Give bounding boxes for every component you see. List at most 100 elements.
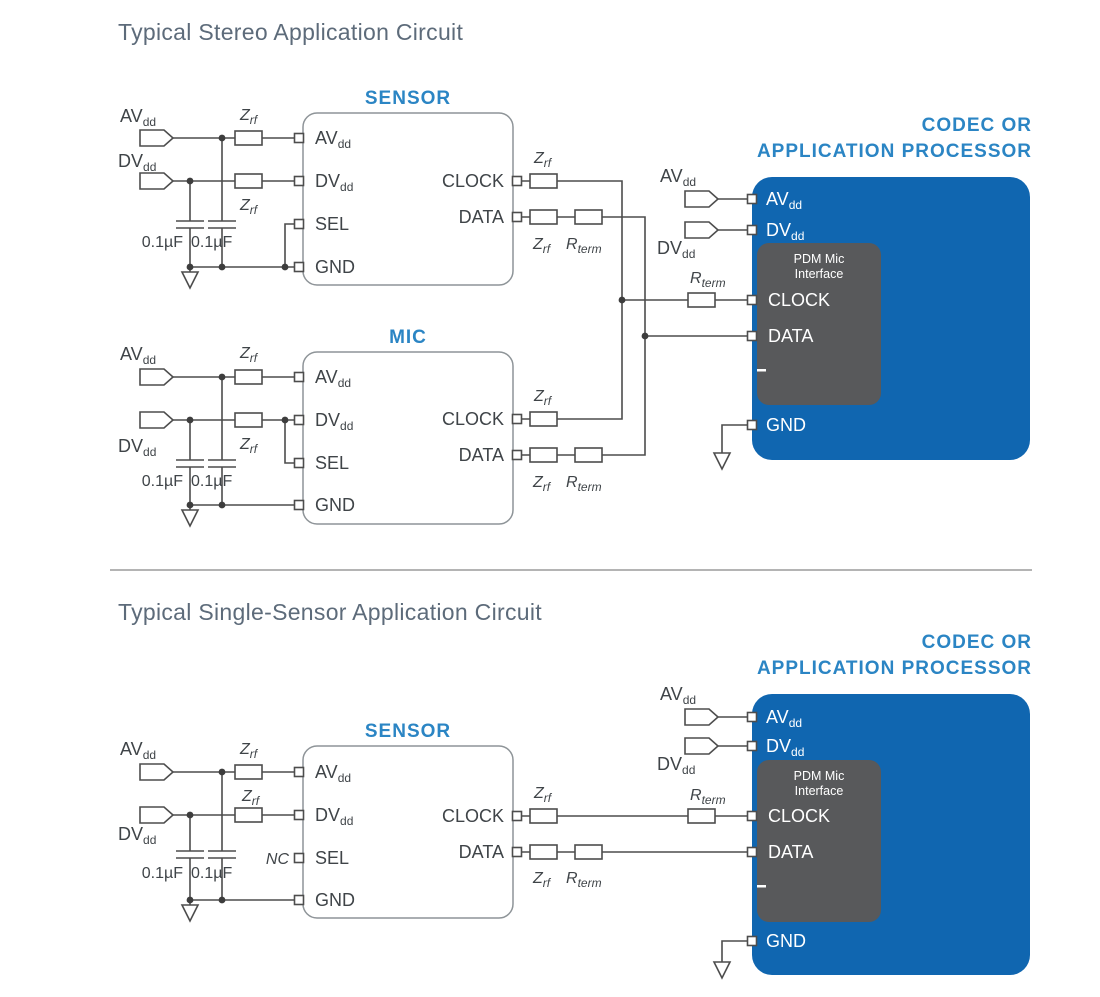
junction-dot <box>186 896 194 904</box>
resistor-rterm <box>574 844 603 860</box>
net-label-avdd: AVdd <box>660 166 696 189</box>
resistor-label-zrf: Zrf <box>239 741 259 761</box>
net-label-avdd: AVdd <box>660 684 696 707</box>
pin-label-data: DATA <box>768 326 813 346</box>
resistor-rterm <box>574 209 603 225</box>
supply-flag-icon <box>139 129 174 147</box>
section-title-single-sensor: Typical Single-Sensor Application Circui… <box>118 599 542 625</box>
resistor-label-zrf: Zrf <box>239 107 259 127</box>
wire-codec-gnd <box>721 940 748 957</box>
net-label-dvdd: DVdd <box>118 436 156 459</box>
pin-square-avdd <box>746 193 758 205</box>
resistor-zrf <box>529 411 558 427</box>
pin-square-clock <box>511 413 523 425</box>
pin-square-data <box>746 846 758 858</box>
junction-dot <box>186 177 194 185</box>
pin-square-avdd <box>746 711 758 723</box>
pin-square-data <box>746 330 758 342</box>
pin-label-data: DATA <box>459 207 504 227</box>
supply-flag-icon <box>139 763 174 781</box>
resistor-zrf <box>234 412 263 428</box>
codec-title-line1: CODEC OR <box>922 115 1032 136</box>
pin-square-gnd <box>746 935 758 947</box>
pin-square-gnd <box>746 419 758 431</box>
resistor-label-zrf: Zrf <box>533 150 553 170</box>
junction-dot <box>641 332 649 340</box>
pin-square-dvdd <box>293 414 305 426</box>
junction-dot <box>281 416 289 424</box>
pin-square-gnd <box>293 894 305 906</box>
pin-square-dvdd <box>293 175 305 187</box>
pin-label-dvdd: DVdd <box>315 171 353 194</box>
pin-label-clock: CLOCK <box>442 806 504 826</box>
sensor-block-title: SENSOR <box>365 721 451 742</box>
pin-label-clock: CLOCK <box>768 290 830 310</box>
pin-square-clock <box>511 175 523 187</box>
capacitor-label: 0.1µF <box>142 865 183 882</box>
wire-sensor-caps <box>176 772 236 900</box>
supply-flag-icon <box>139 368 174 386</box>
pin-label-gnd: GND <box>766 415 806 435</box>
pdm-interface-body <box>757 243 881 405</box>
sensor-block-title: SENSOR <box>365 88 451 109</box>
junction-dot <box>218 768 226 776</box>
capacitor-label: 0.1µF <box>142 234 183 251</box>
pin-label-dvdd: DVdd <box>315 410 353 433</box>
resistor-zrf <box>529 209 558 225</box>
net-label-avdd: AVdd <box>120 106 156 129</box>
junction-dot <box>186 501 194 509</box>
pin-label-dvdd: DVdd <box>315 805 353 828</box>
net-label-dvdd: DVdd <box>118 151 156 174</box>
pdm-extra-pin-stub <box>757 885 766 888</box>
pin-label-dvdd: DVdd <box>766 736 804 759</box>
pdm-extra-pin-stub <box>757 369 766 372</box>
capacitor-label: 0.1µF <box>142 473 183 490</box>
net-label-avdd: AVdd <box>120 344 156 367</box>
section-title-stereo: Typical Stereo Application Circuit <box>118 19 463 45</box>
wire-codec-supplies <box>718 198 748 231</box>
resistor-label-zrf: Zrf <box>532 870 552 890</box>
pin-square-clock <box>746 294 758 306</box>
resistor-zrf <box>529 447 558 463</box>
supply-flag-icon <box>684 221 719 239</box>
resistor-zrf <box>529 844 558 860</box>
pin-square-data <box>511 449 523 461</box>
resistor-zrf <box>529 808 558 824</box>
resistor-label-rterm: Rterm <box>566 236 602 256</box>
pin-label-sel: SEL <box>315 848 349 868</box>
pin-label-data: DATA <box>459 842 504 862</box>
net-label-avdd: AVdd <box>120 739 156 762</box>
supply-flag-icon <box>139 806 174 824</box>
pin-label-clock: CLOCK <box>442 171 504 191</box>
supply-flag-icon <box>139 411 174 429</box>
resistor-label-zrf: Zrf <box>241 788 261 808</box>
wire-sensor-caps <box>176 138 236 267</box>
resistor-label-zrf: Zrf <box>239 345 259 365</box>
net-label-dvdd: DVdd <box>118 824 156 847</box>
pin-label-gnd: GND <box>315 890 355 910</box>
resistor-rterm <box>687 292 716 308</box>
wire-sensor-avdd-rail <box>173 137 295 182</box>
pin-square-avdd <box>293 371 305 383</box>
pin-square-data <box>511 846 523 858</box>
capacitor-label: 0.1µF <box>191 234 232 251</box>
sensor-outline <box>302 745 514 919</box>
resistor-zrf <box>529 173 558 189</box>
mic-block-title: MIC <box>389 327 427 348</box>
junction-dot <box>618 296 626 304</box>
pdm-interface-label-line1: PDM Mic <box>794 769 845 783</box>
resistor-zrf <box>234 369 263 385</box>
wire-mic-caps <box>176 377 236 505</box>
codec-title-line2: APPLICATION PROCESSOR <box>757 658 1032 679</box>
ground-icon <box>713 447 731 470</box>
junction-dot <box>218 501 226 509</box>
supply-flag-icon <box>684 190 719 208</box>
net-label-dvdd: DVdd <box>657 754 695 777</box>
supply-flag-icon <box>684 737 719 755</box>
junction-dot <box>218 134 226 142</box>
junction-dot <box>186 263 194 271</box>
resistor-label-zrf: Zrf <box>533 388 553 408</box>
ground-icon <box>713 956 731 979</box>
wire-sensor-sel-tie <box>284 223 295 267</box>
